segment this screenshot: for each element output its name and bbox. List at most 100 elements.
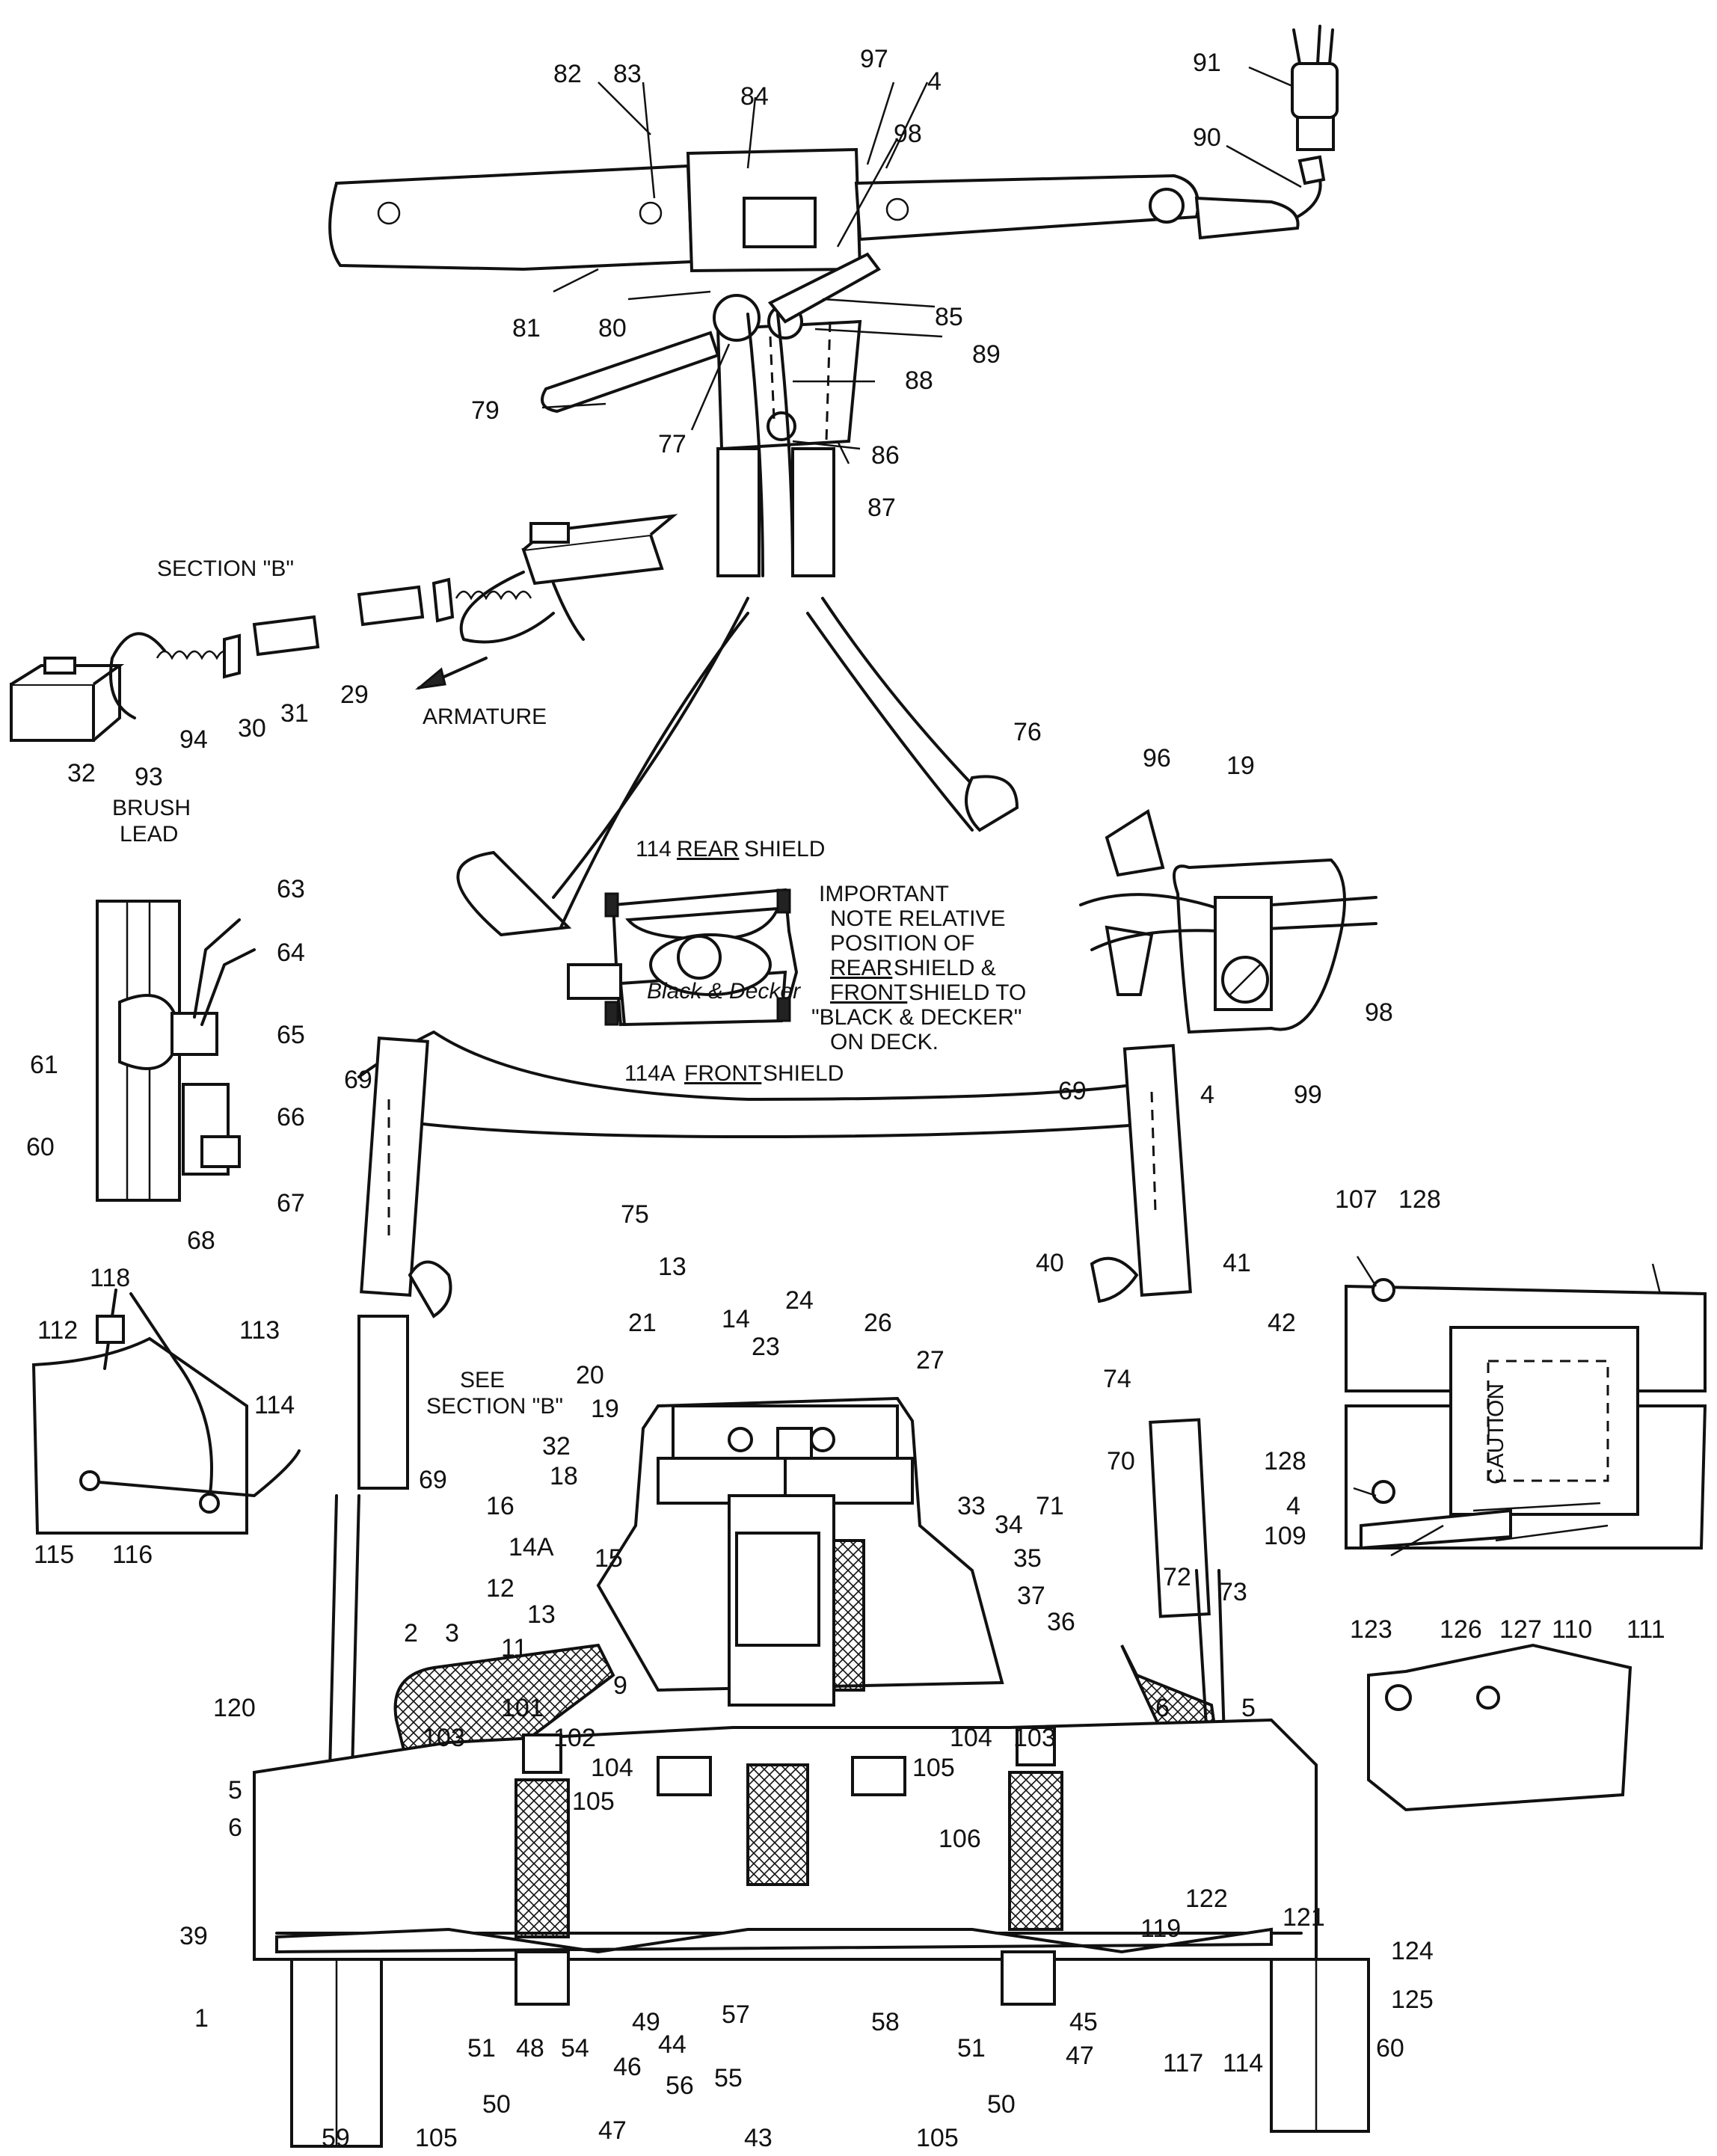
label-56: 56: [666, 2071, 694, 2100]
label-2: 2: [404, 1619, 418, 1647]
wheel-adjust-detail: [96, 900, 256, 1202]
label-82: 82: [553, 60, 582, 88]
note-line-6: "BLACK & DECKER": [811, 1005, 1022, 1030]
note-line-5b: SHIELD TO: [909, 980, 1026, 1005]
label-126: 126: [1440, 1615, 1482, 1644]
label-16: 16: [486, 1492, 515, 1520]
label-97: 97: [860, 45, 888, 73]
label-23: 23: [752, 1333, 780, 1361]
label-51a: 51: [467, 2034, 496, 2063]
see-text: SEE: [460, 1368, 505, 1392]
label-35: 35: [1013, 1544, 1042, 1573]
label-61: 61: [30, 1051, 58, 1079]
label-51b: 51: [957, 2034, 986, 2063]
label-60b: 60: [1376, 2034, 1404, 2063]
label-105b: 105: [912, 1754, 955, 1782]
cord-retainer-detail: [31, 1289, 301, 1535]
lower-handle: [328, 1031, 1228, 1811]
label-5b: 5: [1241, 1694, 1256, 1722]
label-114a: 114: [254, 1391, 295, 1419]
label-77: 77: [658, 430, 687, 458]
label-44: 44: [658, 2030, 687, 2059]
label-124: 124: [1391, 1937, 1434, 1965]
label-111: 111: [1627, 1615, 1665, 1644]
label-112: 112: [37, 1316, 78, 1345]
label-109: 109: [1264, 1522, 1306, 1550]
label-19a: 19: [1226, 752, 1255, 780]
label-68: 68: [187, 1226, 215, 1255]
label-86: 86: [871, 441, 900, 470]
label-6b: 6: [1155, 1694, 1170, 1722]
label-32b: 32: [542, 1432, 571, 1461]
label-71: 71: [1036, 1492, 1064, 1520]
label-85: 85: [935, 303, 963, 331]
label-21: 21: [628, 1309, 657, 1337]
label-11: 11: [501, 1634, 527, 1662]
label-9: 9: [613, 1671, 627, 1700]
handle-assembly: [328, 25, 1339, 577]
note-line-3: POSITION OF: [830, 931, 974, 956]
see-section-b-text: SECTION "B": [426, 1394, 563, 1419]
label-106: 106: [939, 1825, 981, 1853]
label-104b: 104: [950, 1724, 992, 1752]
handle-tubes: [456, 597, 1019, 937]
label-64: 64: [277, 939, 305, 967]
warning-plate-detail: [1345, 1278, 1707, 1812]
label-3: 3: [445, 1619, 459, 1647]
label-59: 59: [322, 2124, 350, 2152]
label-46: 46: [613, 2053, 642, 2081]
label-70: 70: [1107, 1447, 1135, 1475]
label-128b: 128: [1264, 1447, 1306, 1475]
label-102: 102: [553, 1724, 596, 1752]
label-72: 72: [1163, 1563, 1191, 1591]
note-line-1: IMPORTANT: [819, 882, 949, 906]
label-13b: 13: [527, 1600, 556, 1629]
label-34: 34: [995, 1511, 1023, 1539]
label-69a: 69: [344, 1066, 372, 1094]
label-41: 41: [1223, 1249, 1251, 1277]
label-114b: 114: [1223, 2049, 1263, 2077]
label-113: 113: [239, 1316, 280, 1345]
label-33: 33: [957, 1492, 986, 1520]
label-1: 1: [194, 2004, 209, 2033]
rear-shield-shield: SHIELD: [744, 837, 825, 862]
label-69c: 69: [419, 1466, 447, 1494]
label-47a: 47: [598, 2116, 627, 2145]
front-shield-word: FRONT: [684, 1061, 761, 1086]
label-122: 122: [1185, 1885, 1228, 1913]
wire-connector-detail: [1079, 808, 1377, 1034]
label-65: 65: [277, 1021, 305, 1049]
label-105a: 105: [572, 1787, 615, 1816]
label-18: 18: [550, 1462, 578, 1490]
front-shield-shield: SHIELD: [763, 1061, 844, 1086]
note-line-4b: SHIELD &: [894, 956, 996, 980]
label-14: 14: [722, 1305, 750, 1333]
label-24: 24: [785, 1286, 814, 1315]
label-5a: 5: [228, 1776, 242, 1805]
rear-shield-num: 114: [636, 837, 672, 862]
label-115: 115: [34, 1541, 74, 1569]
label-94: 94: [179, 725, 208, 754]
shield-detail: [567, 888, 799, 1027]
label-123: 123: [1350, 1615, 1392, 1644]
label-119: 119: [1140, 1914, 1181, 1943]
label-98b: 98: [1365, 998, 1393, 1027]
label-84: 84: [740, 82, 769, 111]
label-75: 75: [621, 1200, 649, 1229]
label-116: 116: [112, 1541, 153, 1569]
label-83: 83: [613, 60, 642, 88]
label-73: 73: [1219, 1578, 1247, 1606]
label-29: 29: [340, 681, 369, 709]
brush-text: BRUSH: [112, 796, 191, 820]
label-120: 120: [213, 1694, 256, 1722]
label-81: 81: [512, 314, 541, 343]
label-37: 37: [1017, 1582, 1045, 1610]
label-90: 90: [1193, 123, 1221, 152]
label-12: 12: [486, 1574, 515, 1603]
label-118: 118: [90, 1264, 130, 1292]
armature-text: ARMATURE: [423, 704, 547, 729]
label-91: 91: [1193, 49, 1221, 77]
rear-shield-word: REAR: [677, 837, 739, 862]
label-48: 48: [516, 2034, 544, 2063]
label-50b: 50: [987, 2090, 1016, 2119]
